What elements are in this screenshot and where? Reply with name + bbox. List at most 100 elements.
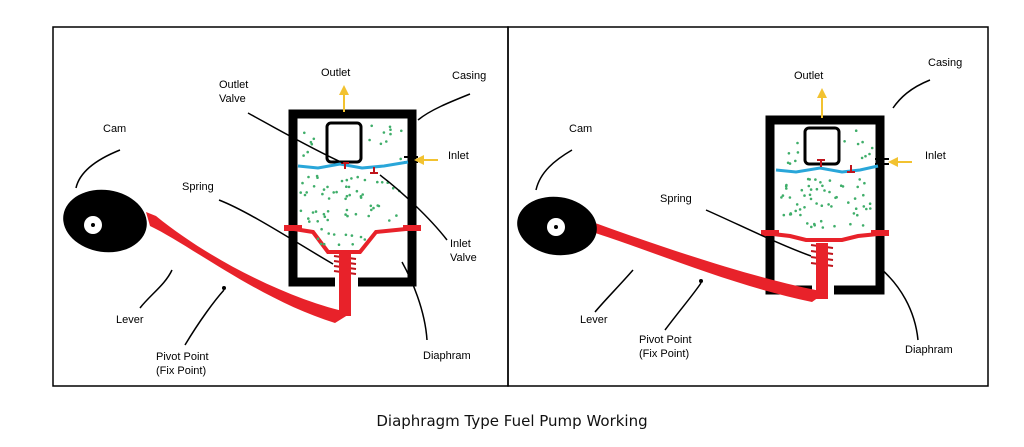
fuel-particle: [808, 193, 812, 197]
fuel-particle: [864, 154, 867, 158]
outlet-chamber: [803, 126, 841, 166]
cam: [63, 189, 147, 253]
cam-center: [91, 223, 95, 227]
fuel-particle: [828, 179, 832, 182]
fuel-particle: [780, 196, 783, 199]
fuel-particle: [852, 212, 856, 215]
pump-rod: [816, 243, 828, 299]
fuel-particle: [303, 193, 307, 197]
fuel-particle: [332, 233, 336, 236]
fuel-particle: [861, 224, 865, 227]
fuel-particle: [815, 202, 818, 205]
fuel-particle: [785, 183, 788, 187]
fuel-particle: [389, 128, 392, 131]
fuel-particle: [856, 213, 859, 217]
fuel-particle: [798, 208, 802, 211]
fuel-particle: [344, 197, 347, 201]
fuel-particle: [345, 185, 348, 188]
diaphragm: [763, 231, 889, 242]
fuel-particle: [299, 209, 303, 213]
fuel-particle: [388, 125, 392, 129]
pump-rod: [339, 254, 351, 316]
label-pivot-line2: (Fix Point): [156, 365, 206, 377]
fuel-particle: [355, 189, 359, 193]
label-pivot-line2: (Fix Point): [639, 348, 689, 360]
fuel-particle: [332, 191, 336, 194]
outlet-valve: [817, 159, 825, 167]
fuel-particle: [350, 234, 354, 237]
label-spring: Spring: [660, 193, 692, 205]
pump-casing: [288, 109, 417, 287]
fuel-particle: [803, 206, 806, 209]
fuel-particle: [308, 220, 311, 223]
fuel-particle: [820, 204, 824, 207]
fuel-particle: [800, 188, 804, 192]
label-casing: Casing: [452, 70, 486, 82]
fuel-particle: [821, 184, 824, 188]
fuel-particle: [307, 217, 310, 220]
label-lever: Lever: [116, 314, 144, 326]
fuel-particle: [376, 180, 379, 184]
fuel-particle: [809, 197, 813, 201]
fuel-particle: [865, 207, 868, 211]
fuel-particle: [337, 243, 341, 246]
fuel-particle: [862, 205, 866, 208]
fuel-particle: [323, 215, 327, 218]
fuel-particle: [335, 190, 338, 194]
fuel-particle: [788, 162, 792, 165]
outlet-chamber: [325, 121, 363, 164]
fuel-particle: [370, 124, 374, 128]
fuel-particle: [854, 129, 858, 132]
fuel-particle: [388, 219, 391, 222]
fuel-particle: [356, 175, 360, 179]
fuel-particle: [309, 140, 313, 144]
fuel-particle: [367, 214, 371, 218]
fuel-particle: [301, 181, 304, 185]
fuel-particle: [379, 142, 383, 146]
label-pivot-line1: Pivot Point: [156, 351, 209, 363]
label-diaphram: Diaphram: [423, 350, 471, 362]
label-outlet-valve-line1: Outlet: [219, 79, 248, 91]
fuel-particle: [350, 177, 353, 180]
label-inlet-valve-line1: Inlet: [450, 238, 471, 250]
fuel-particle: [340, 179, 344, 183]
fuel-particle: [344, 213, 347, 216]
fuel-particle: [347, 185, 351, 189]
fuel-particle: [363, 238, 367, 241]
fuel-particle: [385, 140, 388, 143]
fuel-particle: [803, 194, 806, 197]
fuel-particle: [868, 202, 872, 205]
outlet-arrow: [817, 88, 827, 118]
fuel-particle: [843, 140, 846, 143]
fuel-particle: [819, 181, 822, 184]
fuel-particle: [326, 210, 330, 213]
valve-plate: [297, 160, 409, 170]
fuel-particle: [828, 190, 831, 194]
lever: [588, 221, 826, 302]
fuel-particle: [835, 195, 838, 199]
fuel-particle: [861, 140, 864, 144]
fuel-particle: [823, 189, 826, 192]
fuel-particle: [303, 131, 306, 135]
fuel-particle: [395, 214, 398, 217]
label-pivot-line1: Pivot Point: [639, 334, 692, 346]
fuel-particle: [841, 185, 845, 188]
fuel-particle: [853, 197, 857, 200]
fuel-particle: [833, 224, 836, 228]
fuel-particle: [319, 242, 323, 246]
diaphragm: [287, 226, 417, 254]
fuel-particle: [382, 131, 386, 134]
fuel-particle: [322, 242, 326, 246]
fuel-particle: [312, 137, 316, 141]
fuel-particle: [326, 185, 329, 189]
fuel-particle: [789, 212, 792, 215]
diagram-caption: Diaphragm Type Fuel Pump Working: [376, 412, 648, 430]
leader-lines: [75, 93, 471, 346]
fuel-particle: [781, 194, 785, 197]
fuel-particle: [351, 243, 355, 246]
label-outlet: Outlet: [794, 70, 823, 82]
fuel-particles: [780, 129, 874, 229]
fuel-particle: [814, 178, 817, 181]
fuel-particle: [795, 203, 799, 206]
fuel-particle: [847, 201, 850, 204]
